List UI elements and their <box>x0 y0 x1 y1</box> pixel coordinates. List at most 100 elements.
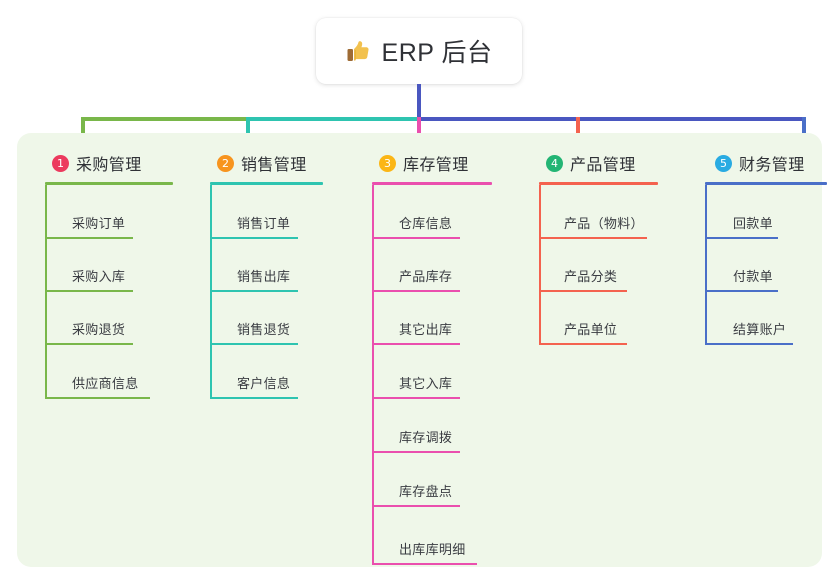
column-header[interactable]: 5 财务管理 <box>698 145 828 181</box>
column-items: 采购订单 采购入库 采购退货 供应商信息 <box>35 185 182 399</box>
item-rule <box>705 290 778 292</box>
item-rule <box>705 343 793 345</box>
column-spine <box>539 185 541 345</box>
item-rule <box>210 237 298 239</box>
item-label: 销售订单 <box>237 216 291 231</box>
column-title: 库存管理 <box>403 157 469 174</box>
item-rule <box>539 343 627 345</box>
item-rule <box>539 237 647 239</box>
list-item[interactable]: 其它入库 <box>362 345 522 399</box>
item-label: 出库库明细 <box>399 542 466 557</box>
column-header[interactable]: 1 采购管理 <box>35 145 182 181</box>
item-rule <box>210 343 298 345</box>
item-rule <box>372 290 460 292</box>
column-items: 产品（物料） 产品分类 产品单位 <box>529 185 689 345</box>
list-item[interactable]: 供应商信息 <box>35 345 182 399</box>
item-rule <box>210 290 298 292</box>
item-label: 其它出库 <box>399 322 453 337</box>
item-rule <box>372 237 460 239</box>
list-item[interactable]: 采购入库 <box>35 239 182 292</box>
column-items: 仓库信息 产品库存 其它出库 其它入库 库存调拨 <box>362 185 522 565</box>
item-label: 销售出库 <box>237 269 291 284</box>
column-spine <box>210 185 212 399</box>
column-title: 销售管理 <box>241 157 307 174</box>
item-label: 仓库信息 <box>399 216 453 231</box>
item-label: 付款单 <box>733 269 773 284</box>
column-rule <box>45 182 173 185</box>
item-rule <box>372 563 477 565</box>
item-rule <box>45 343 133 345</box>
list-item[interactable]: 产品库存 <box>362 239 522 292</box>
column-product: 4 产品管理 产品（物料） 产品分类 产品单位 <box>529 145 689 345</box>
list-item[interactable]: 产品（物料） <box>529 185 689 239</box>
column-items: 回款单 付款单 结算账户 <box>698 185 828 345</box>
list-item[interactable]: 出库库明细 <box>362 507 522 565</box>
list-item[interactable]: 销售出库 <box>200 239 347 292</box>
item-rule <box>372 451 460 453</box>
diagram-panel: 1 采购管理 采购订单 采购入库 采购退货 供应商信 <box>17 133 827 567</box>
column-header[interactable]: 3 库存管理 <box>362 145 522 181</box>
list-item[interactable]: 产品分类 <box>529 239 689 292</box>
list-item[interactable]: 客户信息 <box>200 345 347 399</box>
item-label: 销售退货 <box>237 322 291 337</box>
list-item[interactable]: 产品单位 <box>529 292 689 345</box>
column-index-badge: 5 <box>715 154 732 172</box>
column-items: 销售订单 销售出库 销售退货 客户信息 <box>200 185 347 399</box>
item-rule <box>372 343 460 345</box>
column-title: 产品管理 <box>570 157 636 174</box>
column-rule <box>210 182 323 185</box>
item-label: 采购退货 <box>72 322 126 337</box>
list-item[interactable]: 销售退货 <box>200 292 347 345</box>
root-label: ERP 后台 <box>381 39 493 67</box>
item-label: 库存调拨 <box>399 430 453 445</box>
list-item[interactable]: 采购退货 <box>35 292 182 345</box>
column-title: 采购管理 <box>76 157 142 174</box>
list-item[interactable]: 仓库信息 <box>362 185 522 239</box>
item-rule <box>539 290 627 292</box>
column-index-badge: 2 <box>217 154 234 172</box>
column-index-badge: 1 <box>52 154 69 172</box>
column-spine <box>45 185 47 399</box>
column-header[interactable]: 2 销售管理 <box>200 145 347 181</box>
list-item[interactable]: 回款单 <box>698 185 828 239</box>
list-item[interactable]: 库存盘点 <box>362 453 522 507</box>
item-label: 产品分类 <box>564 269 618 284</box>
item-label: 产品（物料） <box>564 216 644 231</box>
item-label: 结算账户 <box>733 322 787 337</box>
item-label: 其它入库 <box>399 376 453 391</box>
item-rule <box>45 237 133 239</box>
item-label: 产品库存 <box>399 269 453 284</box>
root-node[interactable]: ERP 后台 <box>316 18 522 84</box>
item-label: 回款单 <box>733 216 773 231</box>
column-spine <box>372 185 374 565</box>
item-label: 库存盘点 <box>399 484 453 499</box>
list-item[interactable]: 付款单 <box>698 239 828 292</box>
item-rule <box>45 290 133 292</box>
thumbs-up-icon <box>346 39 372 65</box>
column-index-badge: 3 <box>379 154 396 172</box>
item-rule <box>372 397 460 399</box>
column-sales: 2 销售管理 销售订单 销售出库 销售退货 客户信息 <box>200 145 347 399</box>
list-item[interactable]: 销售订单 <box>200 185 347 239</box>
column-rule <box>539 182 658 185</box>
list-item[interactable]: 采购订单 <box>35 185 182 239</box>
column-index-badge: 4 <box>546 154 563 172</box>
list-item[interactable]: 其它出库 <box>362 292 522 345</box>
list-item[interactable]: 结算账户 <box>698 292 828 345</box>
item-label: 供应商信息 <box>72 376 139 391</box>
item-label: 采购订单 <box>72 216 126 231</box>
item-label: 产品单位 <box>564 322 618 337</box>
item-label: 采购入库 <box>72 269 126 284</box>
item-rule <box>210 397 298 399</box>
column-purchasing: 1 采购管理 采购订单 采购入库 采购退货 供应商信 <box>35 145 182 399</box>
item-rule <box>45 397 150 399</box>
column-finance: 5 财务管理 回款单 付款单 结算账户 <box>698 145 828 345</box>
column-spine <box>705 185 707 345</box>
column-inventory: 3 库存管理 仓库信息 产品库存 其它出库 其它入库 <box>362 145 522 565</box>
column-rule <box>372 182 492 185</box>
column-header[interactable]: 4 产品管理 <box>529 145 689 181</box>
item-label: 客户信息 <box>237 376 291 391</box>
list-item[interactable]: 库存调拨 <box>362 399 522 453</box>
column-title: 财务管理 <box>739 157 805 174</box>
